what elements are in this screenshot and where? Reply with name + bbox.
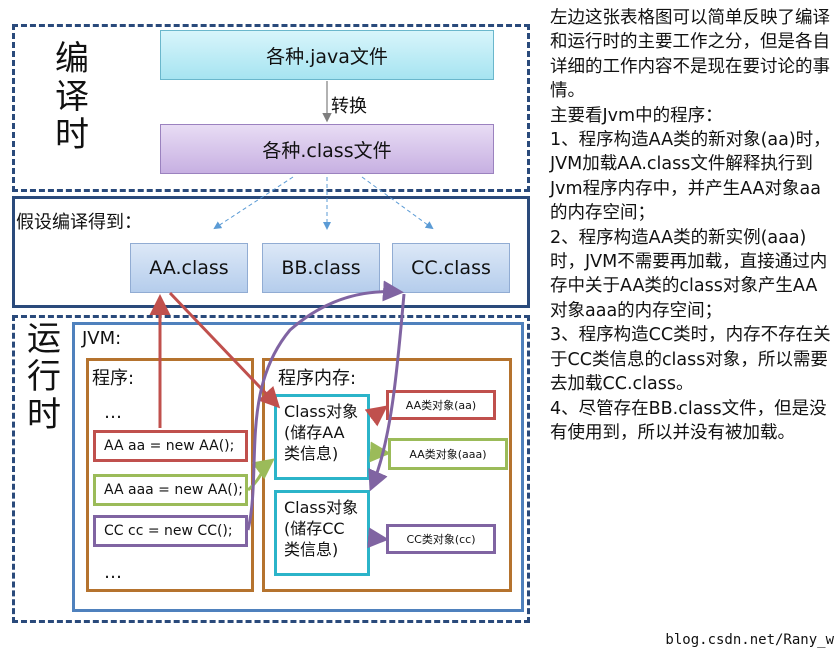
aa-class-object-line1: Class对象 (284, 402, 359, 421)
aa-instance-aaa: AA类对象(aaa) (388, 438, 508, 470)
aa-class-object-line2: (储存AA (284, 423, 345, 442)
explanation-focus: 主要看Jvm中的程序： (550, 105, 723, 126)
explanation-point-2: 2、程序构造AA类的新实例(aaa)时，JVM不需要再加载，直接通过内存中关于A… (550, 227, 828, 321)
explanation-point-3: 3、程序构造CC类时，内存不存在关于CC类信息的class对象，所以需要去加载C… (550, 325, 831, 395)
code-line-aa: AA aa = new AA(); (93, 430, 248, 462)
cc-class-object-line3: 类信息) (284, 540, 339, 559)
jvm-label: JVM: (82, 328, 122, 349)
explanation-intro: 左边这张表格图可以简单反映了编译和运行时的主要工作之分，但是各自详细的工作内容不… (550, 8, 830, 102)
watermark-credit: blog.csdn.net/Rany_w (665, 632, 834, 648)
cc-class-object: Class对象 (储存CC 类信息) (274, 490, 370, 576)
java-file-box: 各种.java文件 (160, 30, 494, 80)
compile-char-2: 译 (55, 77, 89, 117)
program-ellipsis-top: … (104, 402, 122, 423)
aa-class-object-line3: 类信息) (284, 444, 339, 463)
compile-stage-label: 编 译 时 (52, 40, 92, 154)
class-file-box: 各种.class文件 (160, 124, 494, 174)
cc-class-box: CC.class (392, 243, 510, 293)
cc-class-object-line1: Class对象 (284, 498, 359, 517)
aa-class-object: Class对象 (储存AA 类信息) (274, 394, 370, 480)
code-line-aaa: AA aaa = new AA(); (93, 474, 248, 506)
explanation-point-4: 4、尽管存在BB.class文件，但是没有使用到，所以并没有被加载。 (550, 398, 827, 443)
program-ellipsis-bottom: … (104, 562, 122, 583)
bb-class-box: BB.class (262, 243, 380, 293)
aa-class-box: AA.class (130, 243, 248, 293)
runtime-stage-label: 运 行 时 (24, 320, 64, 434)
runtime-char-1: 运 (27, 319, 61, 359)
runtime-char-2: 行 (27, 357, 61, 397)
compile-char-3: 时 (55, 115, 89, 155)
program-title: 程序: (92, 368, 135, 389)
aa-instance-aa: AA类对象(aa) (386, 390, 496, 420)
explanation-text: 左边这张表格图可以简单反映了编译和运行时的主要工作之分，但是各自详细的工作内容不… (550, 6, 832, 445)
compile-char-1: 编 (55, 39, 89, 79)
runtime-char-3: 时 (27, 395, 61, 435)
memory-title: 程序内存: (278, 368, 357, 389)
code-line-cc: CC cc = new CC(); (93, 515, 248, 547)
convert-label: 转换 (331, 96, 367, 117)
assume-label: 假设编译得到： (16, 212, 142, 233)
cc-instance-cc: CC类对象(cc) (386, 524, 496, 554)
cc-class-object-line2: (储存CC (284, 519, 345, 538)
explanation-point-1: 1、程序构造AA类的新对象(aa)时，JVM加载AA.class文件解释执行到J… (550, 130, 831, 224)
